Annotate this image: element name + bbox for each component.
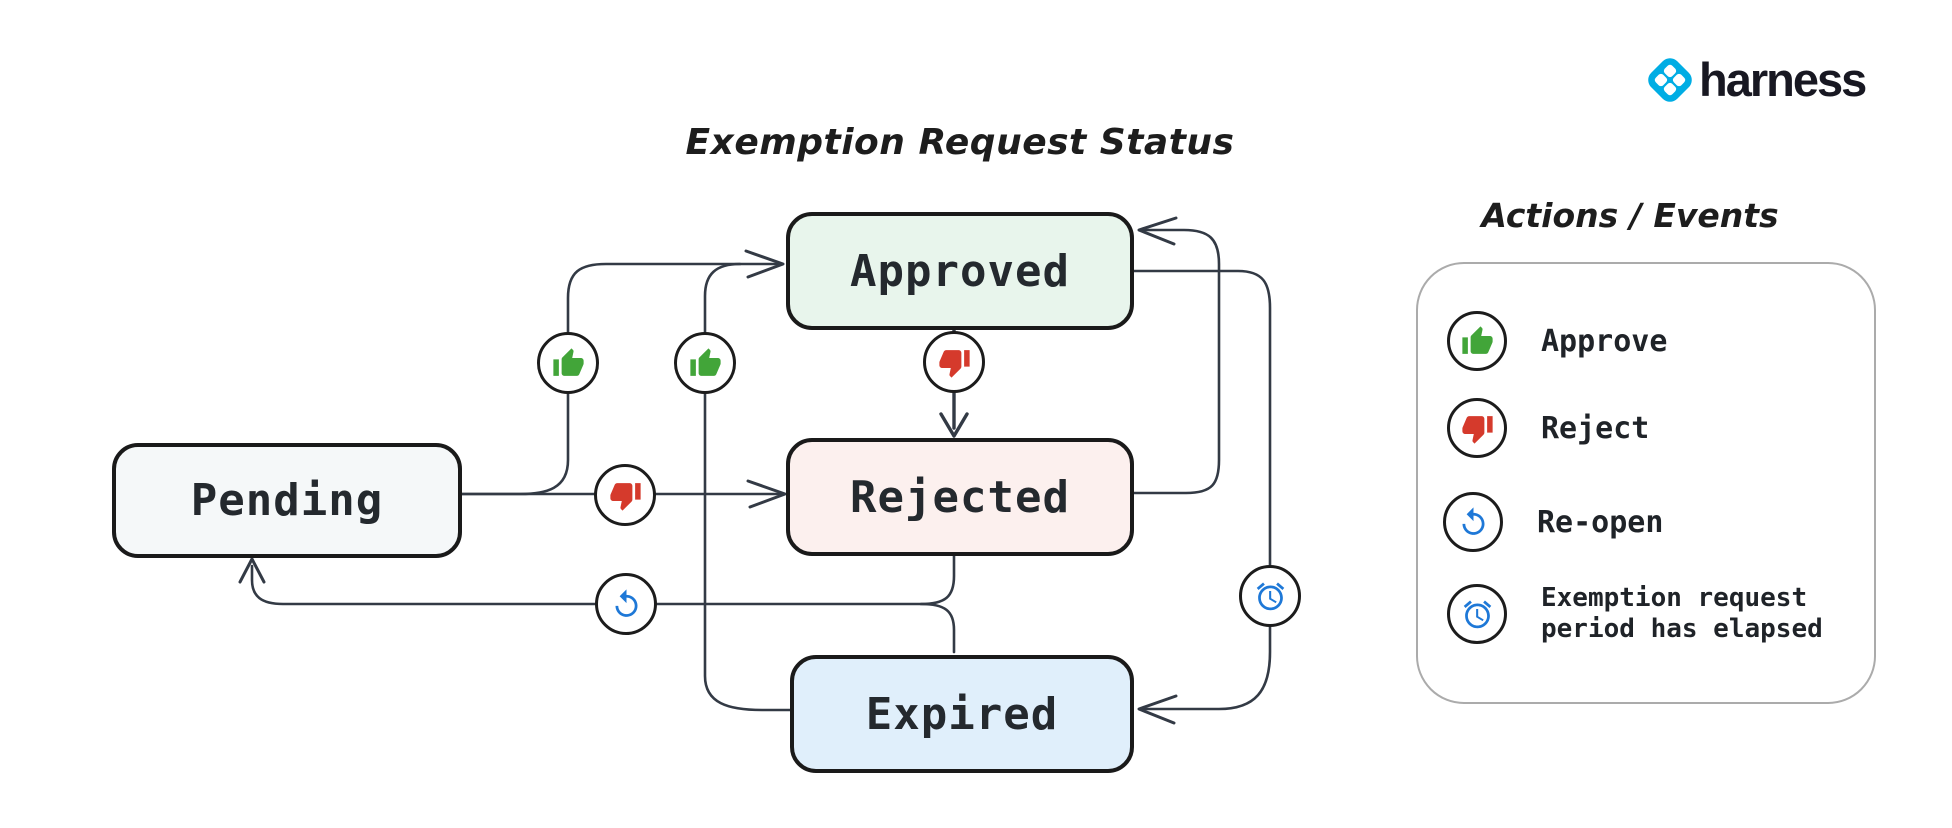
harness-diamond-icon (1644, 54, 1696, 106)
legend-item-approve: Approve (1447, 311, 1667, 371)
reopen-icon (610, 588, 643, 621)
reopen-action-badge (595, 573, 657, 635)
reopen-action-badge (1443, 492, 1503, 552)
diagram-title: Exemption Request Status (685, 122, 1235, 163)
thumbs-down-icon (938, 346, 971, 379)
arrowhead-into-approved-left (744, 249, 785, 279)
alarm-event-badge (1447, 584, 1507, 644)
state-label-approved: Approved (850, 245, 1070, 297)
reject-action-badge (1447, 398, 1507, 458)
elapsed-event-badge (1239, 565, 1301, 627)
legend-label: Approve (1541, 323, 1668, 359)
reject-action-badge (594, 464, 656, 526)
legend-label: Re-open (1537, 504, 1664, 540)
approve-action-badge (674, 332, 736, 394)
legend-label: Exemption request period has elapsed (1541, 583, 1823, 644)
arrowhead-into-rejected-left (746, 479, 787, 509)
state-node-rejected: Rejected (786, 438, 1134, 556)
legend-title: Actions / Events (1481, 196, 1779, 235)
reopen-icon (1457, 506, 1490, 539)
alarm-clock-icon (1461, 598, 1494, 631)
legend-label: Reject (1541, 410, 1650, 446)
thumbs-up-icon (1461, 325, 1494, 358)
thumbs-down-icon (1461, 412, 1494, 445)
thumbs-down-icon (609, 479, 642, 512)
legend-item-elapsed: Exemption request period has elapsed (1447, 583, 1871, 645)
legend-item-reopen: Re-open (1443, 492, 1663, 552)
state-label-rejected: Rejected (850, 471, 1070, 523)
legend-item-reject: Reject (1447, 398, 1649, 458)
state-label-expired: Expired (865, 688, 1059, 740)
state-node-expired: Expired (790, 655, 1134, 773)
state-label-pending: Pending (190, 475, 384, 526)
approve-action-badge (1447, 311, 1507, 371)
arrowhead-into-approved-right (1137, 216, 1178, 246)
thumbs-up-icon (689, 347, 722, 380)
state-node-pending: Pending (112, 443, 462, 558)
reject-action-badge (923, 331, 985, 393)
edge-expired-approved (703, 262, 792, 712)
harness-logo-text: harness (1699, 53, 1867, 106)
harness-logo: harness (1644, 52, 1867, 107)
arrowhead-into-pending-bottom (238, 557, 266, 584)
arrowhead-into-expired-right (1137, 694, 1178, 725)
edge-approved-expired (1126, 269, 1272, 711)
state-node-approved: Approved (786, 212, 1134, 330)
edge-rejected-approved (1126, 228, 1221, 495)
thumbs-up-icon (552, 347, 585, 380)
approve-action-badge (537, 332, 599, 394)
alarm-clock-icon (1254, 580, 1287, 613)
edge-expired-pending (919, 602, 956, 654)
arrowhead-into-rejected-top (939, 412, 969, 438)
